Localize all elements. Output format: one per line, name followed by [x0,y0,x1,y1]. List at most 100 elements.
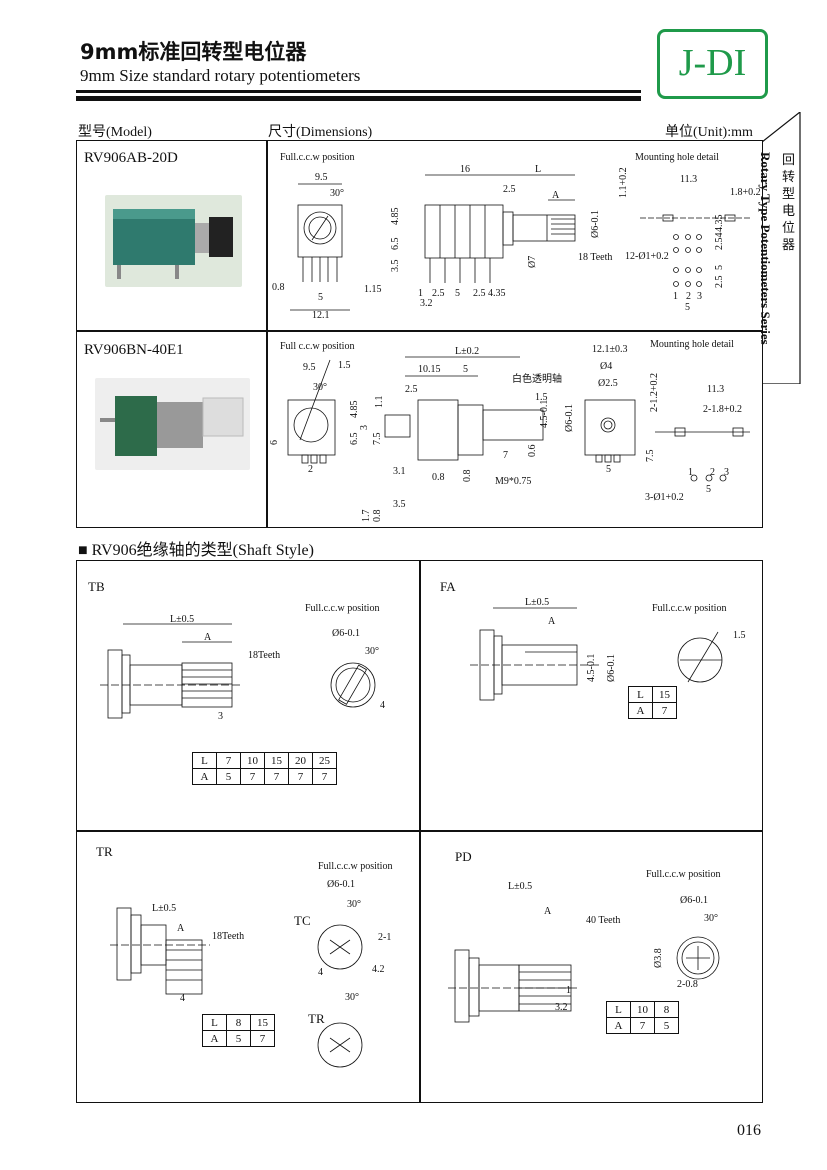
tb-table-cell: 15 [264,752,289,769]
pd-table-cell: 8 [654,1001,679,1018]
ab-dimension-label: Mounting hole detail [635,152,719,163]
model-name: RV906AB-20D [84,150,178,166]
model-name: RV906BN-40E1 [84,342,184,358]
tb-table-cell: 20 [288,752,313,769]
bn-dimension-label: 7 [503,450,508,461]
tr-dimension-label: 4 [180,993,185,1004]
product-photo-rv906bn [95,378,250,470]
ab-dimension-label: 1 [673,291,678,302]
bn-dimension-label: 4.5-0.1 [539,400,550,428]
dimensions-column-header: 尺寸(Dimensions) [268,125,373,140]
ab-dimension-label: 2.5 [503,184,516,195]
tr-dimension-label: 2-1 [378,932,391,943]
tb-table-cell: 7 [216,752,241,769]
tr-dimension-label: 18Teeth [212,931,244,942]
tb-dimension-label: 3 [218,711,223,722]
pd-dimension-label: 30° [704,913,718,924]
tr-dimension-label: TR [308,1011,325,1026]
ab-dimension-label: 5 [685,302,690,313]
ab-dimension-label: 1.8+0.2 [730,187,761,198]
bn-dimension-label: 2 [308,464,313,475]
page-title-cn: 9mm标准回转型电位器 [80,40,307,64]
pd-dimension-label: 2-0.8 [677,979,698,990]
bn-dimension-label: M9*0.75 [495,476,531,487]
pd-dimension-label: 40 Teeth [586,915,620,926]
ab-dimension-label: 2.54 [714,233,725,251]
bn-dimension-label: 5 [706,484,711,495]
bn-dimension-label: 2.5 [405,384,418,395]
bn-dimension-label: Ø4 [600,361,612,372]
bn-dimension-label: 0.8 [372,510,383,523]
tb-dimension-label: L±0.5 [170,614,194,625]
fa-dimension-label: L±0.5 [525,597,549,608]
ab-dimension-label: Full.c.c.w position [280,152,354,163]
pd-dimension-label: Ø6-0.1 [680,895,708,906]
ab-dimension-label: 11.3 [680,174,697,185]
grid-divider-h [76,830,763,832]
section-title-shaft-style: ■ RV906绝缘轴的类型(Shaft Style) [78,542,314,559]
tr-dimension-label: Ø6-0.1 [327,879,355,890]
pd-table-cell: 7 [630,1017,655,1034]
tr-dimension-label: L±0.5 [152,903,176,914]
ab-dimension-label: 5 [455,288,460,299]
bn-dimension-label: 9.5 [303,362,316,373]
tb-dimension-label: A [204,632,212,643]
bn-dimension-label: 7.5 [372,433,383,446]
fa-table-cell: A [628,702,653,719]
ab-dimension-label: 1.15 [364,284,382,295]
ab-dimension-label: 2.5 [473,288,486,299]
page-title-en: 9mm Size standard rotary potentiometers [80,66,361,85]
ab-dimension-label: 3.5 [390,260,401,273]
fa-dimension-label: 4.5-0.1 [586,654,597,682]
tb-table-cell: 7 [264,768,289,785]
tr-dimension-label: 30° [347,899,361,910]
ab-dimension-label: 0.8 [272,282,285,293]
model-column-header: 型号(Model) [78,125,152,140]
tr-dimension-label: 4.2 [372,964,385,975]
tr-table-cell: 8 [226,1014,251,1031]
bn-dimension-label: L±0.2 [455,346,479,357]
product-photo-rv906ab [105,195,242,287]
tb-dimension-label: 4 [380,700,385,711]
ab-dimension-label: 4.35 [488,288,506,299]
bn-dimension-label: 4.85 [349,401,360,419]
ab-dimension-label: 2 [686,291,691,302]
pd-table-cell: 10 [630,1001,655,1018]
ab-dimension-label: 5 [714,265,725,270]
tr-table-cell: A [202,1030,227,1047]
bn-dimension-label: 白色透明轴 [512,372,562,385]
bn-dimension-label: 30° [313,382,327,393]
pd-dimension-label: L±0.5 [508,881,532,892]
pd-dimension-label: PD [455,849,472,864]
fa-dimension-label: Ø6-0.1 [606,654,617,682]
bn-dimension-label: 0.6 [527,445,538,458]
tr-table-cell: L [202,1014,227,1031]
row-divider [76,330,763,332]
bn-dimension-label: 5 [463,364,468,375]
bn-dimension-label: 3.1 [393,466,406,477]
header-rule-thick [76,96,641,101]
bn-dimension-label: 11.3 [707,384,724,395]
tr-dimension-label: TC [294,913,311,928]
ab-dimension-label: 9.5 [315,172,328,183]
pd-table-cell: A [606,1017,631,1034]
pd-dimension-label: Ø3.8 [653,948,664,968]
tr-table-cell: 5 [226,1030,251,1047]
tr-dimension-label: TR [96,844,113,859]
tb-table-cell: L [192,752,217,769]
ab-dimension-label: 6.5 [390,238,401,251]
unit-label: 单位(Unit):mm [665,125,753,140]
pd-dimension-label: 1 [566,985,571,996]
ab-dimension-label: 4.85 [390,208,401,226]
ab-dimension-label: 1 [418,288,423,299]
ab-dimension-label: 16 [460,164,470,175]
bn-dimension-label: 2 [710,467,715,478]
bn-dimension-label: Ø2.5 [598,378,618,389]
side-tab [762,112,801,384]
bn-dimension-label: Ø6-0.1 [564,404,575,432]
grid-divider-v [419,560,421,1103]
